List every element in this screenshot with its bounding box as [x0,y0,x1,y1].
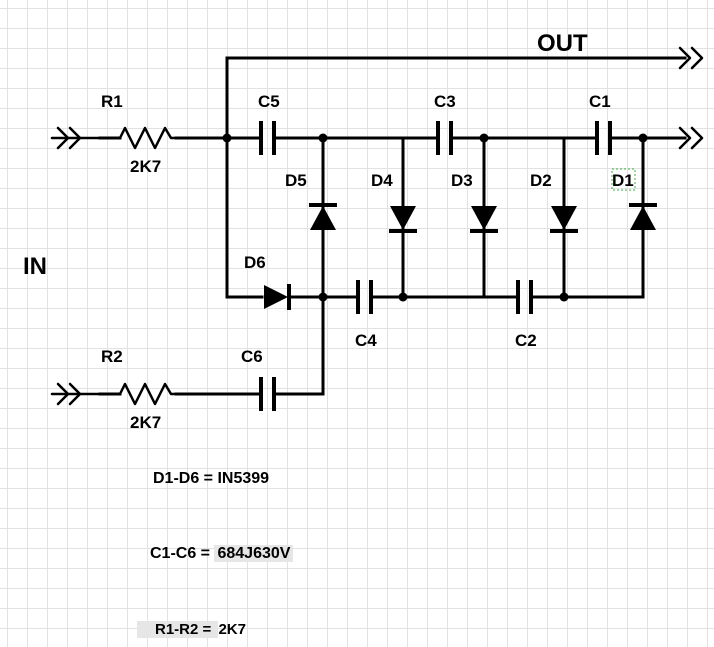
capacitors-note-prefix: C1-C6 = [150,545,215,562]
resistors-note-prefix: R1-R2 = [137,621,219,638]
capacitor-c3-symbol [436,121,453,155]
junction-dots [222,133,648,302]
c2-label: C2 [515,331,537,350]
diode-d5-symbol [309,203,337,230]
capacitors-part-note: C1-C6 = 684J630V [150,545,294,563]
c1-label: C1 [589,92,611,111]
d5-label: D5 [285,171,307,190]
r2-value: 2K7 [130,413,161,432]
diode-d6-symbol [264,284,291,310]
d4-label: D4 [371,171,393,190]
r2-label: R2 [101,347,123,366]
terminal-in-1 [50,126,102,150]
resistors-part-note: R1-R2 = 2K7 [137,621,246,638]
d1-selection-box[interactable] [611,168,636,191]
diodes-part-note: D1-D6 = IN5399 [153,470,269,488]
d6-label: D6 [244,253,266,272]
out-label: OUT [537,30,588,57]
resistor-r2-symbol [118,382,178,406]
d2-label: D2 [530,171,552,190]
c6-label: C6 [241,347,263,366]
resistors-note-part: 2K7 [218,621,246,638]
capacitors-note-part: 684J630V [214,545,294,562]
capacitor-c6-symbol [259,377,276,411]
diode-d3-symbol [470,206,498,233]
r1-label: R1 [101,92,123,111]
capacitor-c5-symbol [259,121,276,155]
resistor-r1-symbol [118,126,178,150]
d1-label: D1 [612,171,634,190]
in-label: IN [23,253,47,280]
diode-d2-symbol [550,206,578,233]
c4-label: C4 [355,331,377,350]
diode-d4-symbol [389,206,417,233]
terminal-out-top [678,46,704,70]
diodes-note-part: IN5399 [217,470,270,487]
terminal-out-right [678,126,704,150]
c5-label: C5 [258,92,280,111]
diodes-note-prefix: D1-D6 = [153,470,218,487]
terminal-in-2 [50,382,102,406]
capacitor-c1-symbol [595,121,612,155]
capacitor-c4-symbol [356,280,373,314]
capacitor-c2-symbol [516,280,533,314]
diode-d1-symbol [629,203,657,230]
d3-label: D3 [451,171,473,190]
c3-label: C3 [434,92,456,111]
r1-value: 2K7 [130,157,161,176]
